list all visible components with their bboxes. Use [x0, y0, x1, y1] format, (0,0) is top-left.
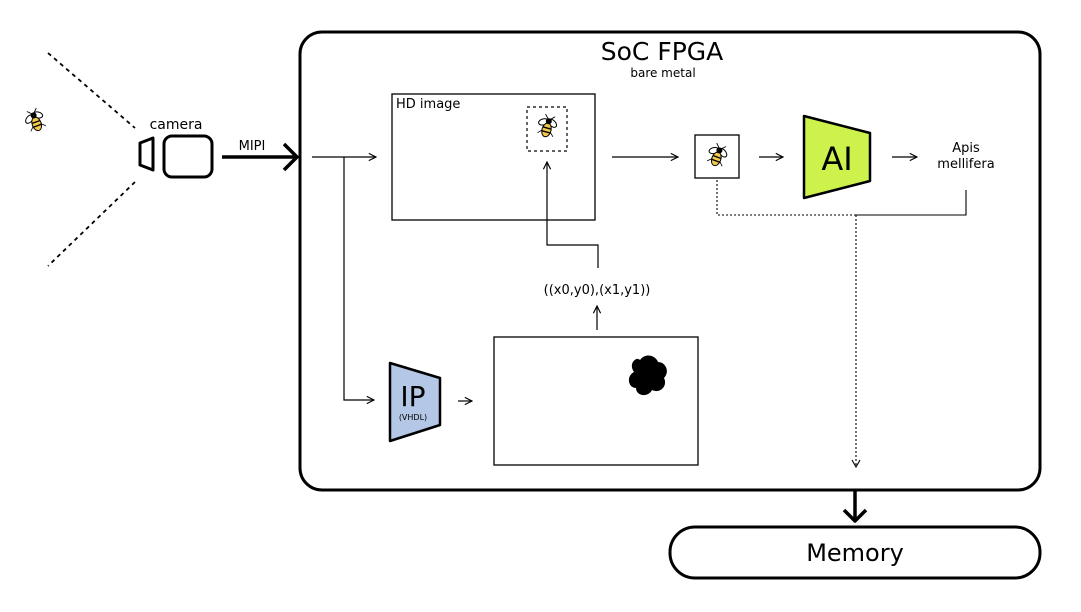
input-branch-to-ip: [343, 157, 374, 400]
mipi-arrowhead: [282, 142, 299, 172]
ip-block: [388, 361, 442, 443]
soc-fpga-box: [298, 30, 1042, 492]
ai-label: AI: [821, 140, 852, 178]
mask-image-box: [493, 336, 699, 466]
camera-icon: [138, 134, 214, 179]
soc-title: SoC FPGA: [601, 37, 724, 66]
bee-crop-region: [526, 106, 568, 152]
soc-to-memory-arrowhead: [842, 508, 868, 523]
to-memory-dotted-arrowhead: [851, 459, 861, 469]
memory-label: Memory: [806, 539, 904, 567]
segmentation-blob-icon: [628, 355, 667, 396]
bee-icon: [20, 105, 50, 135]
output-line1: Apis: [952, 141, 980, 156]
ip-label: IP: [400, 380, 425, 413]
soc-subtitle: bare metal: [630, 66, 695, 80]
camera-fov-bottom-line: [47, 181, 136, 267]
camera-label: camera: [150, 117, 203, 133]
ai-block: [802, 114, 872, 200]
hd-image-label: HD image: [396, 97, 460, 112]
memory-box: [668, 525, 1042, 580]
output-line2: mellifera: [937, 157, 994, 172]
ip-sublabel: (VHDL): [399, 413, 427, 422]
hd-image-box: [391, 93, 596, 221]
coords-to-image-arrow: [547, 162, 599, 268]
mipi-label: MIPI: [239, 139, 266, 154]
coords-label: ((x0,y0),(x1,y1)): [544, 283, 651, 298]
output-to-memory-line: [856, 190, 967, 216]
camera-fov-top-line: [47, 52, 136, 129]
